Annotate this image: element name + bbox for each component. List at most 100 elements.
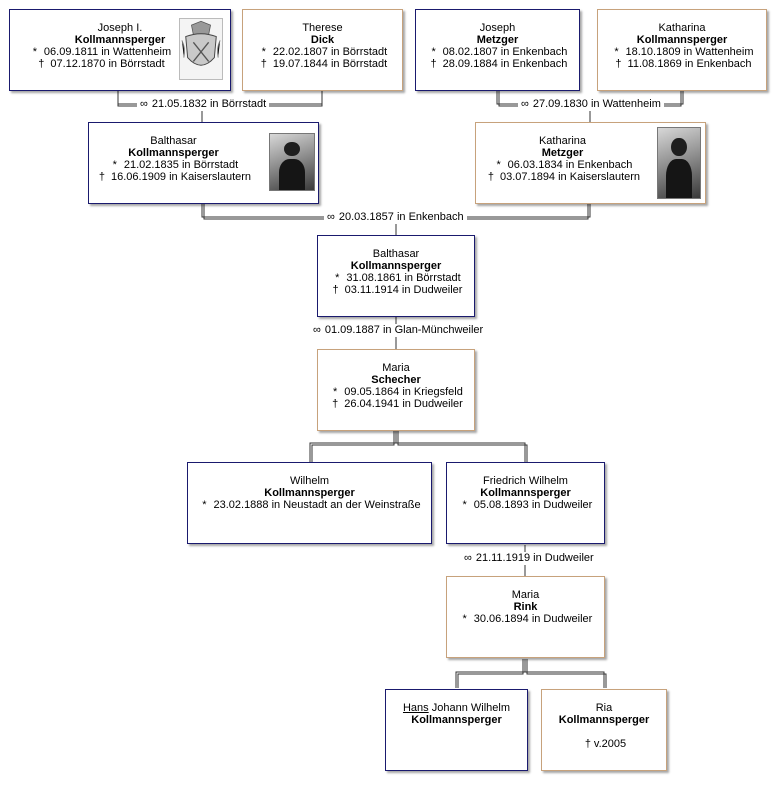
person-card-hans-johann-wilhelm[interactable]: Hans Johann Wilhelm Kollmannsperger	[385, 689, 528, 771]
death-text: v.2005	[593, 738, 627, 750]
surname: Rink	[513, 601, 538, 613]
birth-event: * 09.05.1864 in Kriegsfeld	[318, 386, 474, 398]
birth-event: * 21.02.1835 in Börrstadt	[89, 159, 258, 171]
birth-event: * 05.08.1893 in Dudweiler	[447, 499, 604, 511]
death-text: 07.12.1870 in Börrstadt	[50, 58, 165, 70]
person-card-maria-schecher[interactable]: Maria Schecher * 09.05.1864 in Kriegsfel…	[317, 349, 475, 431]
death-symbol: †	[332, 284, 339, 296]
birth-event: * 18.10.1809 in Wattenheim	[598, 46, 766, 58]
birth-symbol: *	[261, 46, 266, 58]
given-name: Maria	[511, 589, 540, 601]
person-card-therese[interactable]: Therese Dick * 22.02.1807 in Börrstadt †…	[242, 9, 403, 91]
marriage-date: 21.11.1919 in Dudweiler	[475, 552, 594, 564]
birth-event: * 30.06.1894 in Dudweiler	[447, 613, 604, 625]
death-event: † 11.08.1869 in Enkenbach	[598, 58, 766, 70]
death-symbol: †	[584, 738, 591, 750]
given-name-rest: Johann Wilhelm	[428, 702, 510, 714]
birth-event: * 22.02.1807 in Börrstadt	[243, 46, 402, 58]
person-card-joseph-i[interactable]: Joseph I. Kollmannsperger * 06.09.1811 i…	[9, 9, 231, 91]
connector-children-gen4	[309, 430, 528, 462]
surname: Dick	[310, 34, 335, 46]
birth-symbol: *	[112, 159, 117, 171]
death-event: † 28.09.1884 in Enkenbach	[416, 58, 579, 70]
surname: Schecher	[371, 374, 421, 386]
birth-text: 09.05.1864 in Kriegsfeld	[344, 386, 463, 398]
surname: Kollmannsperger	[264, 487, 355, 499]
person-card-katharina-kollmannsperger[interactable]: Katharina Kollmannsperger * 18.10.1809 i…	[597, 9, 767, 91]
person-card-joseph-metzger[interactable]: Joseph Metzger * 08.02.1807 in Enkenbach…	[415, 9, 580, 91]
marriage-label-4: ∞01.09.1887 in Glan-Münchweiler	[310, 324, 487, 337]
death-symbol: †	[332, 398, 339, 410]
marriage-rings-icon: ∞	[140, 98, 148, 110]
death-symbol: †	[487, 171, 494, 183]
birth-symbol: *	[462, 613, 467, 625]
birth-symbol: *	[431, 46, 436, 58]
person-card-balthasar-sr[interactable]: Balthasar Kollmannsperger * 21.02.1835 i…	[88, 122, 319, 204]
birth-text: 06.03.1834 in Enkenbach	[507, 159, 633, 171]
person-card-maria-rink[interactable]: Maria Rink * 30.06.1894 in Dudweiler	[446, 576, 605, 658]
birth-event: * 06.09.1811 in Wattenheim	[10, 46, 190, 58]
given-name: Therese	[302, 22, 343, 34]
birth-symbol: *	[32, 46, 37, 58]
marriage-rings-icon: ∞	[464, 552, 472, 564]
given-name: Friedrich Wilhelm	[483, 475, 568, 487]
portrait-photo[interactable]	[269, 133, 315, 191]
person-card-ria[interactable]: Ria Kollmannsperger †v.2005	[541, 689, 667, 771]
given-name: Hans Johann Wilhelm	[386, 702, 527, 714]
given-name: Wilhelm	[289, 475, 330, 487]
death-symbol: †	[98, 171, 105, 183]
birth-symbol: *	[202, 499, 207, 511]
death-text: 16.06.1909 in Kaiserslautern	[111, 171, 252, 183]
given-name: Maria	[382, 362, 410, 374]
birth-text: 18.10.1809 in Wattenheim	[625, 46, 754, 58]
birth-text: 06.09.1811 in Wattenheim	[43, 46, 172, 58]
surname: Kollmannsperger	[636, 34, 728, 46]
given-name: Joseph I.	[97, 22, 143, 34]
birth-text: 23.02.1888 in Neustadt an der Weinstraße	[213, 499, 421, 511]
death-event: † 03.11.1914 in Dudweiler	[318, 284, 474, 296]
person-card-katharina-metzger[interactable]: Katharina Metzger * 06.03.1834 in Enkenb…	[475, 122, 706, 204]
death-text: 19.07.1844 in Börrstadt	[272, 58, 388, 70]
given-name: Katharina	[538, 135, 587, 147]
person-card-wilhelm[interactable]: Wilhelm Kollmannsperger * 23.02.1888 in …	[187, 462, 432, 544]
birth-symbol: *	[496, 159, 501, 171]
marriage-label-3: ∞20.03.1857 in Enkenbach	[324, 211, 467, 224]
marriage-rings-icon: ∞	[521, 98, 529, 110]
birth-text: 08.02.1807 in Enkenbach	[442, 46, 568, 58]
surname: Metzger	[541, 147, 584, 159]
surname: Metzger	[476, 34, 519, 46]
marriage-rings-icon: ∞	[327, 211, 335, 223]
marriage-label-1: ∞21.05.1832 in Börrstadt	[137, 98, 270, 111]
surname: Kollmannsperger	[411, 714, 502, 726]
death-text: 26.04.1941 in Dudweiler	[344, 398, 463, 410]
coat-of-arms-image[interactable]	[179, 18, 223, 80]
portrait-photo[interactable]	[657, 127, 701, 199]
death-event: † 19.07.1844 in Börrstadt	[243, 58, 402, 70]
birth-event: * 06.03.1834 in Enkenbach	[476, 159, 649, 171]
birth-text: 22.02.1807 in Börrstadt	[272, 46, 388, 58]
person-card-balthasar-jr[interactable]: Balthasar Kollmannsperger * 31.08.1861 i…	[317, 235, 475, 317]
surname: Kollmannsperger	[350, 260, 442, 272]
death-text: 11.08.1869 in Enkenbach	[627, 58, 752, 70]
birth-text: 05.08.1893 in Dudweiler	[473, 499, 593, 511]
birth-text: 30.06.1894 in Dudweiler	[473, 613, 593, 625]
death-event: † 07.12.1870 in Börrstadt	[10, 58, 190, 70]
marriage-label-2: ∞27.09.1830 in Wattenheim	[518, 98, 664, 111]
given-name: Balthasar	[150, 135, 197, 147]
death-event: † 03.07.1894 in Kaiserslautern	[476, 171, 649, 183]
birth-text: 21.02.1835 in Börrstadt	[123, 159, 239, 171]
death-text: 28.09.1884 in Enkenbach	[442, 58, 568, 70]
death-text: 03.07.1894 in Kaiserslautern	[500, 171, 641, 183]
surname: Kollmannsperger	[480, 487, 571, 499]
given-name: Ria	[595, 702, 613, 714]
person-card-friedrich-wilhelm[interactable]: Friedrich Wilhelm Kollmannsperger * 05.0…	[446, 462, 605, 544]
birth-symbol: *	[614, 46, 619, 58]
birth-text: 31.08.1861 in Börrstadt	[346, 272, 461, 284]
surname: Kollmannsperger	[74, 34, 166, 46]
death-symbol: †	[38, 58, 45, 70]
marriage-rings-icon: ∞	[313, 324, 321, 336]
marriage-date: 21.05.1832 in Börrstadt	[151, 98, 267, 110]
death-text: 03.11.1914 in Dudweiler	[344, 284, 463, 296]
given-name: Balthasar	[372, 248, 420, 260]
connector-children-gen6	[455, 659, 607, 688]
